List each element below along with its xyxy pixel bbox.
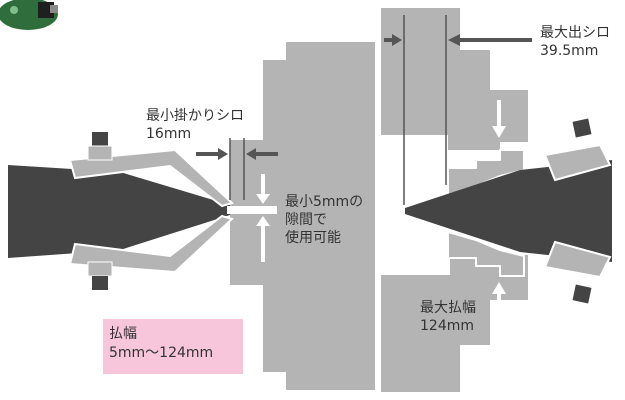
range-box: 払幅 5mm〜124mm (103, 319, 243, 374)
min-gap-line-1: 最小5mmの (285, 194, 364, 210)
right-lower-jaw (447, 230, 525, 277)
min-gap-line-2: 隙間で (285, 212, 327, 228)
max-width-arrows (492, 100, 506, 328)
min-grip-arrows (196, 148, 278, 160)
max-extension-title: 最大出シロ (540, 25, 610, 41)
range-value: 5mm〜124mm (109, 345, 214, 361)
max-width-value: 124mm (420, 318, 474, 334)
max-extension-arrows (384, 34, 532, 46)
right-upper-plate (381, 8, 528, 150)
range-title: 払幅 (109, 326, 137, 342)
min-grip-value: 16mm (146, 126, 192, 142)
left-clamp (8, 132, 277, 290)
min-grip-title: 最小掛かりシロ (146, 108, 244, 124)
right-clamp (405, 118, 612, 304)
product-thumbnail-icon (0, 0, 58, 30)
left-plate (230, 42, 375, 390)
max-extension-value: 39.5mm (540, 43, 599, 59)
min-gap-arrows (256, 174, 270, 262)
max-width-title: 最大払幅 (420, 300, 476, 316)
min-gap-line-3: 使用可能 (285, 230, 341, 246)
right-lower-plate (381, 255, 528, 392)
